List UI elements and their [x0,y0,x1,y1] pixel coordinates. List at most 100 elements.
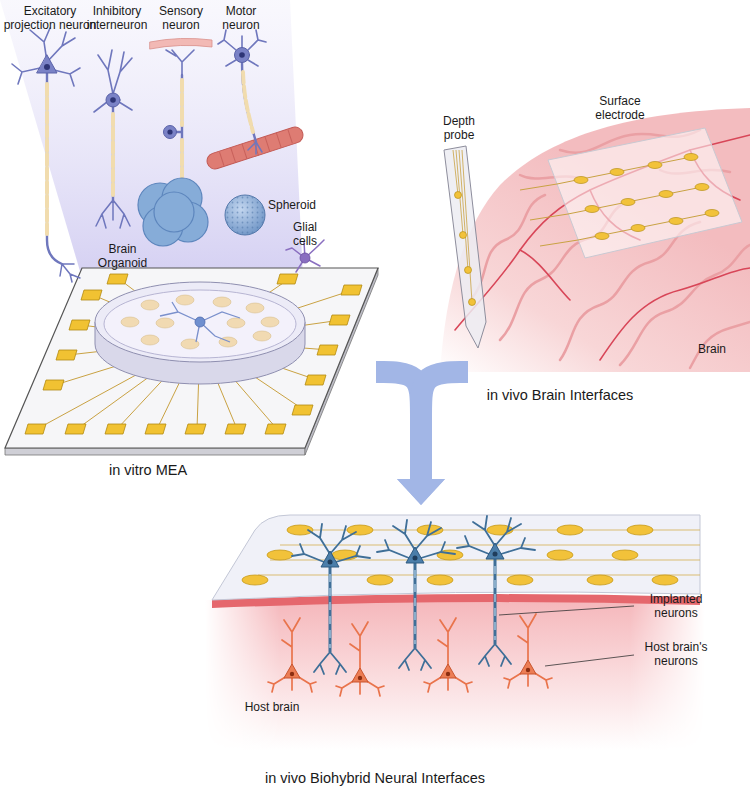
depth-probe [444,146,486,348]
merge-arrow [421,372,468,479]
dish-electrode [246,303,264,313]
host-brain-tissue [205,600,705,750]
excitatory-neuron [47,72,62,264]
blood-vessel [520,250,570,300]
cultured-neuron [160,302,240,342]
implanted-neuron [457,516,535,666]
inhibitory-neuron [94,50,132,228]
culture-dish [104,290,296,358]
electrode-sheet [367,575,393,585]
part-label: Glial cells [282,220,328,248]
part-label: Surface electrode [588,94,652,122]
surface-electrode [574,177,588,184]
depth-probe [469,299,476,306]
host-brain-tissue [205,594,705,750]
inhibitory-neuron [96,200,130,228]
panel-title: in vitro MEA [68,462,228,479]
leader-line [545,655,634,666]
surface-electrode [705,210,719,217]
surface-electrode [585,206,599,213]
motor-neuron [248,142,262,154]
mea-pad [25,424,46,434]
dish-electrode [176,295,194,305]
brain-tissue [440,108,750,372]
excitatory-neuron [37,55,57,73]
motor-neuron [218,30,266,154]
brain-organoid [154,192,194,232]
part-label: Excitatory projection neuron [0,4,100,32]
dish-electrode [261,317,279,327]
dish-electrode [141,300,159,310]
motor-neuron [242,62,256,142]
depth-probe [455,192,476,306]
part-label: Inhibitory interneuron [86,4,148,32]
mea-pad [277,274,298,284]
electrode-sheet [547,550,573,560]
panel-title: in vivo Biohybrid Neural Interfaces [245,770,505,787]
surface-electrode [621,199,635,206]
dish-electrode [141,335,159,345]
host-neuron [268,618,316,692]
mea-pad [145,424,166,434]
part-label: Host brain's neurons [636,640,716,668]
inhibitory-neuron [106,93,120,107]
dish-electrode [121,317,139,327]
electrode-sheet [652,575,678,585]
host-neuron [424,618,472,692]
surface-electrode [631,225,645,232]
mea-pad [341,285,362,295]
mea-pad [43,380,64,390]
electrode-sheet [627,525,653,535]
part-label: Sensory neuron [152,4,210,32]
mea-pad [225,424,246,434]
part-label: Host brain [232,700,312,714]
excitatory-neuron [12,28,80,282]
host-neuron [504,614,552,688]
mea-pad [305,375,326,385]
dish-electrode [213,297,231,307]
part-label: Brain Organoid [95,242,150,270]
surface-electrode [695,184,709,191]
electrode-sheet [587,575,613,585]
implanted-neuron [292,516,535,674]
panel: in vitro MEA [0,0,376,488]
leader-line [499,606,634,615]
depth-probe [444,146,486,348]
electrode-sheet [612,550,638,560]
dish-electrode [227,318,245,328]
culture-dish [95,282,305,384]
electrode-sheet [212,515,700,600]
part-label: Depth probe [436,114,482,142]
depth-probe [465,267,472,274]
electrode-sheet [427,575,453,585]
spheroid [225,195,265,235]
part-label: Brain [692,342,732,356]
mea-pad [317,345,338,355]
muscle-fiber [205,125,305,171]
surface-electrode [595,233,609,240]
mea-pad [329,315,350,325]
surface-electrode [610,169,624,176]
part-label: Implanted neurons [636,592,716,620]
leader-line [499,606,634,666]
mea-pad [69,320,90,330]
culture-dish [95,282,305,362]
implanted-neuron [377,520,455,670]
excitatory-neuron [44,64,50,70]
electrode-sheet [267,550,293,560]
mea-pad [292,405,313,415]
sensory-neuron [150,38,212,49]
mea-chip [5,268,378,455]
surface-electrode [520,128,742,258]
mea-pad [65,424,86,434]
surface-electrode [648,162,662,169]
electrode-sheet [557,525,583,535]
mea-pad [265,424,286,434]
brain-gyrus [690,322,750,368]
depth-probe [453,150,472,302]
brain-tissue [440,108,750,372]
cultured-neuron [160,302,240,342]
panel: in vivo Brain Interfaces [468,100,750,405]
electrode-sheet [242,575,268,585]
spheroid [225,195,265,235]
